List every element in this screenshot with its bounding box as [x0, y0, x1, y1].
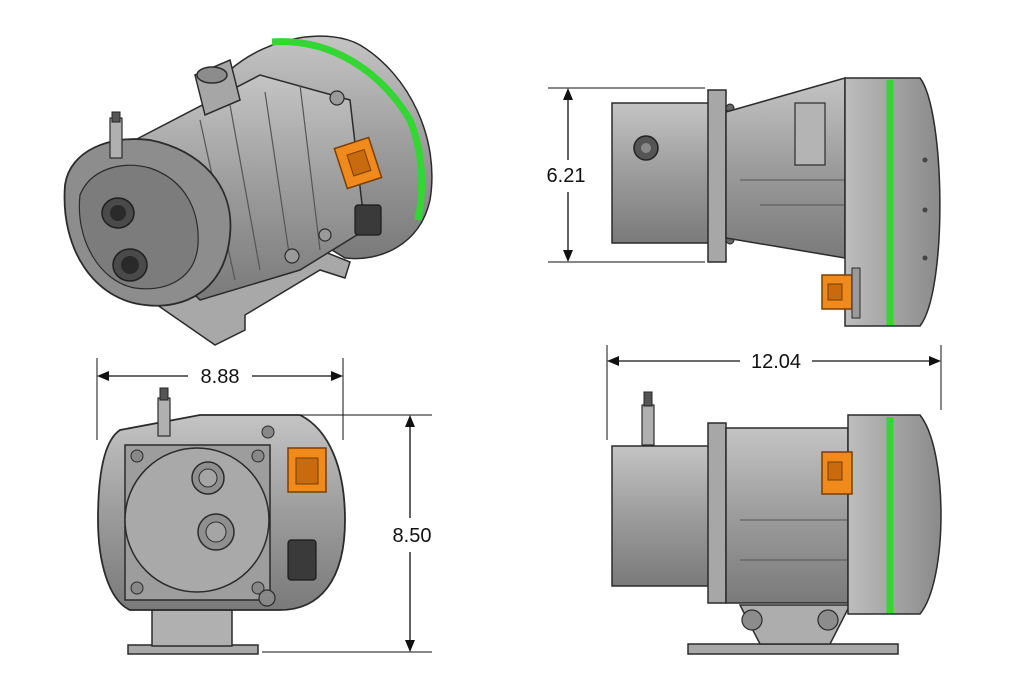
side-view-top	[611, 77, 941, 327]
isometric-view	[63, 35, 433, 346]
dimension-label-8-50: 8.50	[393, 525, 432, 547]
dimension-label-12-04: 12.04	[751, 351, 801, 373]
dimension-length-side: 12.04	[606, 345, 942, 440]
side-view-bottom	[611, 391, 942, 655]
front-view	[97, 387, 346, 655]
dimension-width-front: 8.88	[96, 358, 344, 440]
dimension-label-6-21: 6.21	[547, 165, 586, 187]
dimension-height-front: 8.50	[262, 414, 432, 653]
dimension-label-8-88: 8.88	[201, 366, 240, 388]
dimension-height-side: 6.21	[547, 87, 705, 263]
